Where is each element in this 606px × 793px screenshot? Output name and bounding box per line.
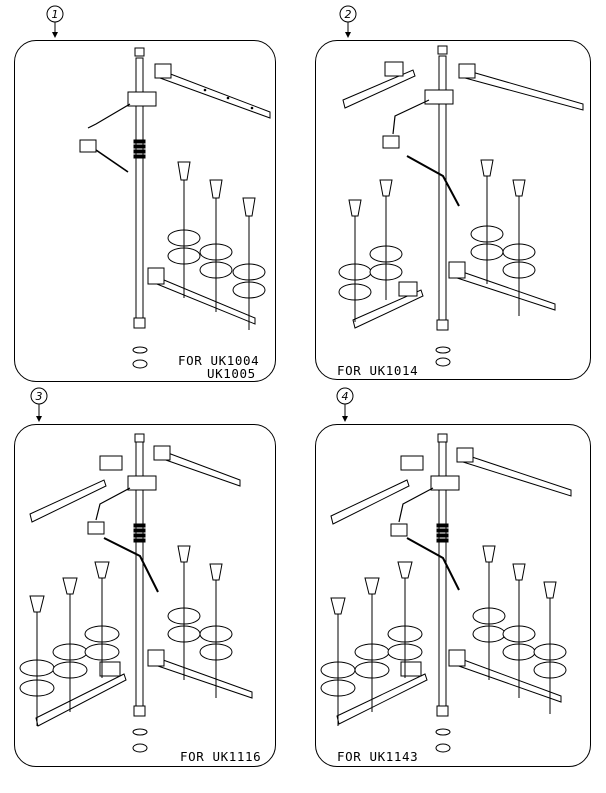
panel-1-number: 1 <box>52 8 59 21</box>
panel-2-number: 2 <box>345 8 352 21</box>
panel-1: 1 <box>0 0 303 396</box>
panel-3: 3 <box>0 387 303 793</box>
panel-4-callout: 4 <box>336 387 354 422</box>
panel-1-caption-line-2: UK1005 <box>207 366 256 381</box>
panel-3-drawing <box>19 433 253 753</box>
panel-2-caption-line-1: FOR UK1014 <box>337 363 419 378</box>
panel-1-drawing <box>79 47 271 369</box>
panel-3-number: 3 <box>36 390 43 403</box>
panel-1-callout: 1 <box>46 5 64 38</box>
panel-2-drawing <box>338 45 584 367</box>
panel-3-callout: 3 <box>30 387 48 422</box>
panel-3-caption-line-1: FOR UK1116 <box>180 749 262 764</box>
panel-2: 2 <box>303 0 606 396</box>
panel-4-caption-line-1: FOR UK1143 <box>337 749 419 764</box>
panel-1-caption-line-1: FOR UK1004 <box>178 353 260 368</box>
panel-4-drawing <box>320 433 572 753</box>
panel-4-number: 4 <box>342 390 349 403</box>
panel-4: 4 <box>303 387 606 793</box>
panel-2-callout: 2 <box>339 5 357 38</box>
